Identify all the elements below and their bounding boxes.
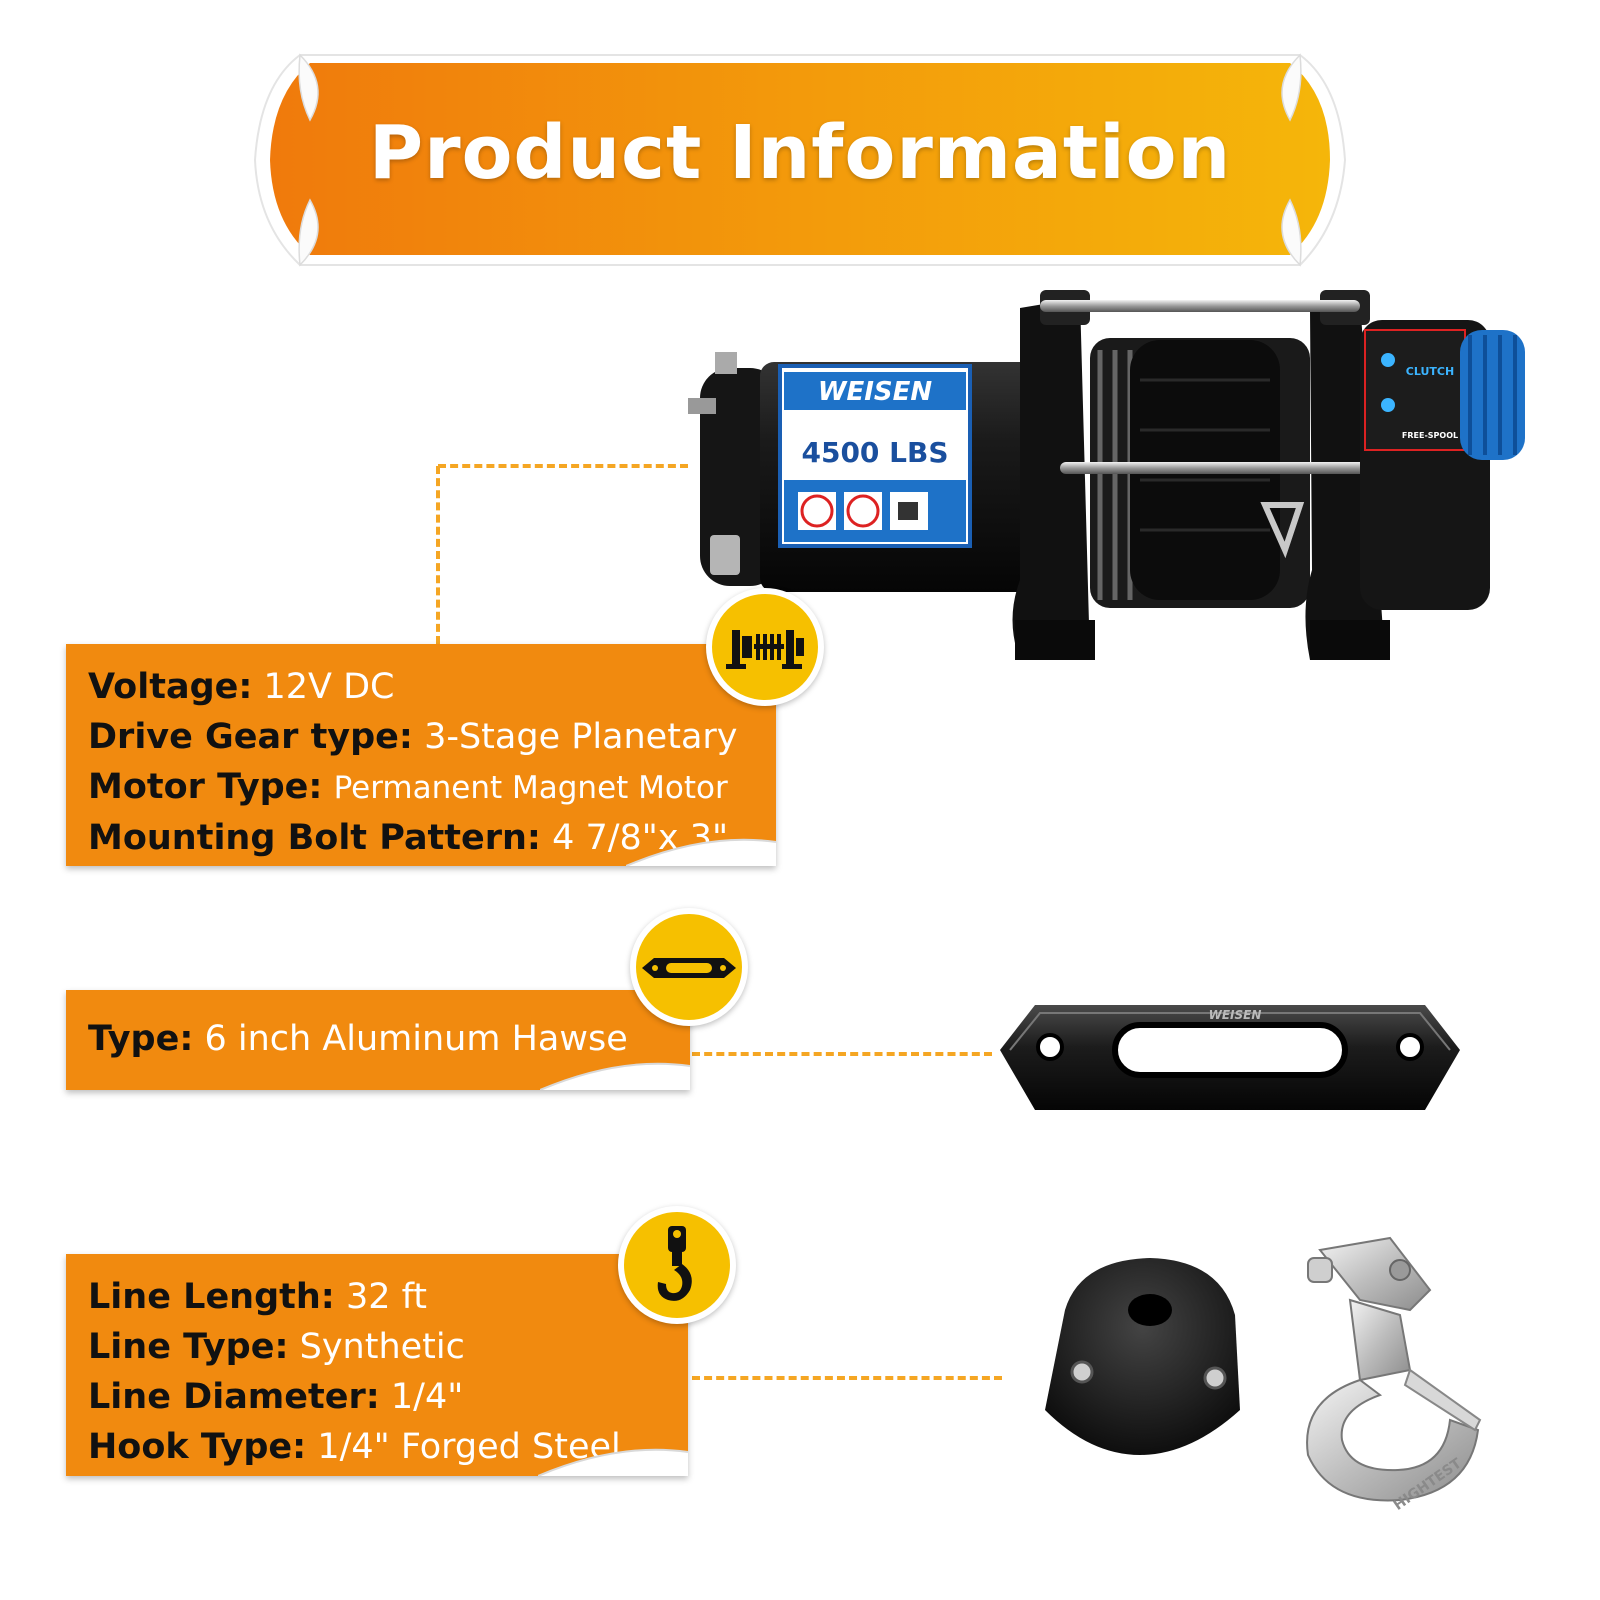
- page-title: Product Information: [368, 110, 1232, 196]
- spec-value: 6 inch Aluminum Hawse: [204, 1019, 628, 1059]
- winch-connector-vertical: [436, 466, 440, 644]
- spec-label: Line Diameter:: [88, 1377, 380, 1417]
- winch-icon-badge: [706, 588, 824, 706]
- spec-value: 1/4": [390, 1377, 464, 1417]
- hawse-fairlead-icon: [642, 958, 736, 978]
- line-specs-box: Line Length: 32 ft Line Type: Synthetic …: [66, 1254, 688, 1476]
- winch-product-image: WEISEN 4500 LBS CLUTCH FREE-SPOOL: [688, 290, 1525, 660]
- fairlead-specs-box: Type: 6 inch Aluminum Hawse: [66, 990, 690, 1090]
- fairlead-icon-badge: [630, 908, 748, 1026]
- fairlead-connector: [692, 1052, 992, 1056]
- winch-brand-text: WEISEN: [818, 377, 933, 407]
- spec-line-diameter: Line Diameter: 1/4": [88, 1372, 668, 1422]
- clevis-hook-image: HIGHTEST: [1306, 1236, 1482, 1510]
- spec-motor-type: Motor Type: Permanent Magnet Motor: [88, 762, 756, 813]
- spec-value: 3-Stage Planetary: [424, 717, 738, 757]
- winch-clutch-text: CLUTCH: [1406, 365, 1454, 378]
- hawse-brand-text: WEISEN: [1209, 1008, 1262, 1022]
- spec-fairlead-type: Type: 6 inch Aluminum Hawse: [88, 1014, 670, 1064]
- spec-line-length: Line Length: 32 ft: [88, 1272, 668, 1322]
- header-banner: [253, 53, 1347, 267]
- spec-label: Mounting Bolt Pattern:: [88, 818, 541, 858]
- spec-value: 12V DC: [263, 667, 395, 707]
- spec-drive-gear: Drive Gear type: 3-Stage Planetary: [88, 712, 756, 762]
- spec-label: Motor Type:: [88, 767, 323, 807]
- spec-label: Line Type:: [88, 1327, 289, 1367]
- page-curl: [626, 838, 776, 866]
- spec-label: Voltage:: [88, 667, 253, 707]
- spec-hook-type: Hook Type: 1/4" Forged Steel: [88, 1422, 668, 1472]
- winch-specs-box: Voltage: 12V DC Drive Gear type: 3-Stage…: [66, 644, 776, 866]
- hawse-fairlead-image: WEISEN: [1000, 1005, 1460, 1110]
- spec-label: Hook Type:: [88, 1427, 307, 1467]
- spec-label: Line Length:: [88, 1277, 335, 1317]
- spec-value: Synthetic: [299, 1327, 465, 1367]
- rope-stopper-image: [1045, 1258, 1240, 1455]
- spec-mounting-bolt: Mounting Bolt Pattern: 4 7/8"x 3": [88, 813, 756, 863]
- winch-connector-horizontal: [438, 464, 688, 468]
- spec-value: 32 ft: [345, 1277, 428, 1317]
- spec-label: Type:: [88, 1019, 194, 1059]
- hook-icon: [657, 1226, 692, 1301]
- page-curl: [540, 1062, 690, 1090]
- spec-voltage: Voltage: 12V DC: [88, 662, 756, 712]
- hook-icon-badge: [618, 1206, 736, 1324]
- spec-line-type: Line Type: Synthetic: [88, 1322, 668, 1372]
- line-connector: [692, 1376, 1002, 1380]
- winch-icon: [726, 630, 804, 669]
- spec-value: 1/4" Forged Steel: [317, 1427, 621, 1467]
- spec-label: Drive Gear type:: [88, 717, 413, 757]
- page-curl: [538, 1448, 688, 1476]
- spec-value: Permanent Magnet Motor: [333, 770, 728, 806]
- winch-free-spool-text: FREE-SPOOL: [1402, 431, 1458, 440]
- winch-capacity-text: 4500 LBS: [801, 436, 948, 469]
